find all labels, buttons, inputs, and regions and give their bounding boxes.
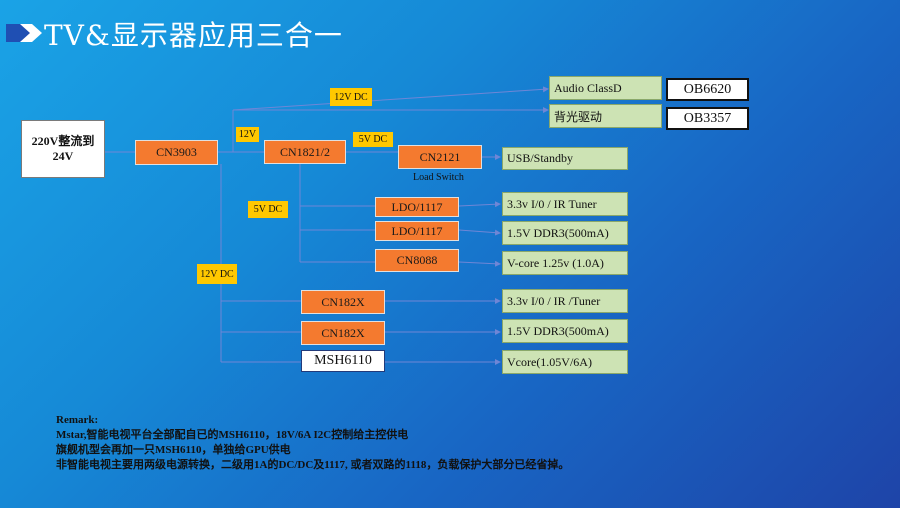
cn8088-box: CN8088 <box>375 249 459 272</box>
tag-12v-dc-top: 12V DC <box>330 88 372 106</box>
remark-heading: Remark: <box>56 414 99 426</box>
tag-5v-dc-ldo: 5V DC <box>248 201 288 218</box>
ldo-1117-box-2: LDO/1117 <box>375 221 459 241</box>
tag-5v-dc-cn2121: 5V DC <box>353 132 393 147</box>
output-vcore-1: V-core 1.25v (1.0A) <box>502 251 628 275</box>
cn3903-box: CN3903 <box>135 140 218 165</box>
output-ddr3-1: 1.5V DDR3(500mA) <box>502 221 628 245</box>
output-backlight: 背光驱动 <box>549 104 662 128</box>
output-audio-classd: Audio ClassD <box>549 76 662 100</box>
tag-12v: 12V <box>236 127 259 142</box>
cn182x-box-2: CN182X <box>301 321 385 345</box>
input-220v-box: 220V整流到24V <box>21 120 105 178</box>
chip-ob6620: OB6620 <box>666 78 749 101</box>
page-title: TV&显示器应用三合一 <box>44 19 343 52</box>
output-io-tuner-2: 3.3v I/0 / IR /Tuner <box>502 289 628 313</box>
ldo-1117-box-1: LDO/1117 <box>375 197 459 217</box>
output-vcore-2: Vcore(1.05V/6A) <box>502 350 628 374</box>
output-io-tuner-1: 3.3v I/0 / IR Tuner <box>502 192 628 216</box>
remark-block: Remark: Mstar,智能电视平台全部配自已的MSH6110，18V/6A… <box>56 413 569 473</box>
msh6110-box: MSH6110 <box>301 350 385 372</box>
load-switch-label: Load Switch <box>413 172 464 183</box>
remark-line-3: 非智能电视主要用两级电源转换，二级用1A的DC/DC及1117, 或者双路的11… <box>56 459 570 471</box>
output-ddr3-2: 1.5V DDR3(500mA) <box>502 319 628 343</box>
cn182x-box-1: CN182X <box>301 290 385 314</box>
cn2121-box: CN2121 <box>398 145 482 169</box>
tag-12v-dc-lower: 12V DC <box>197 264 237 284</box>
title-arrow-icon <box>6 24 42 42</box>
remark-line-1: Mstar,智能电视平台全部配自已的MSH6110，18V/6A I2C控制给主… <box>56 429 409 441</box>
output-usb-standby: USB/Standby <box>502 147 628 170</box>
remark-line-2: 旗舰机型会再加一只MSH6110，单独给GPU供电 <box>56 444 291 456</box>
cn1821-box: CN1821/2 <box>264 140 346 164</box>
chip-ob3357: OB3357 <box>666 107 749 130</box>
